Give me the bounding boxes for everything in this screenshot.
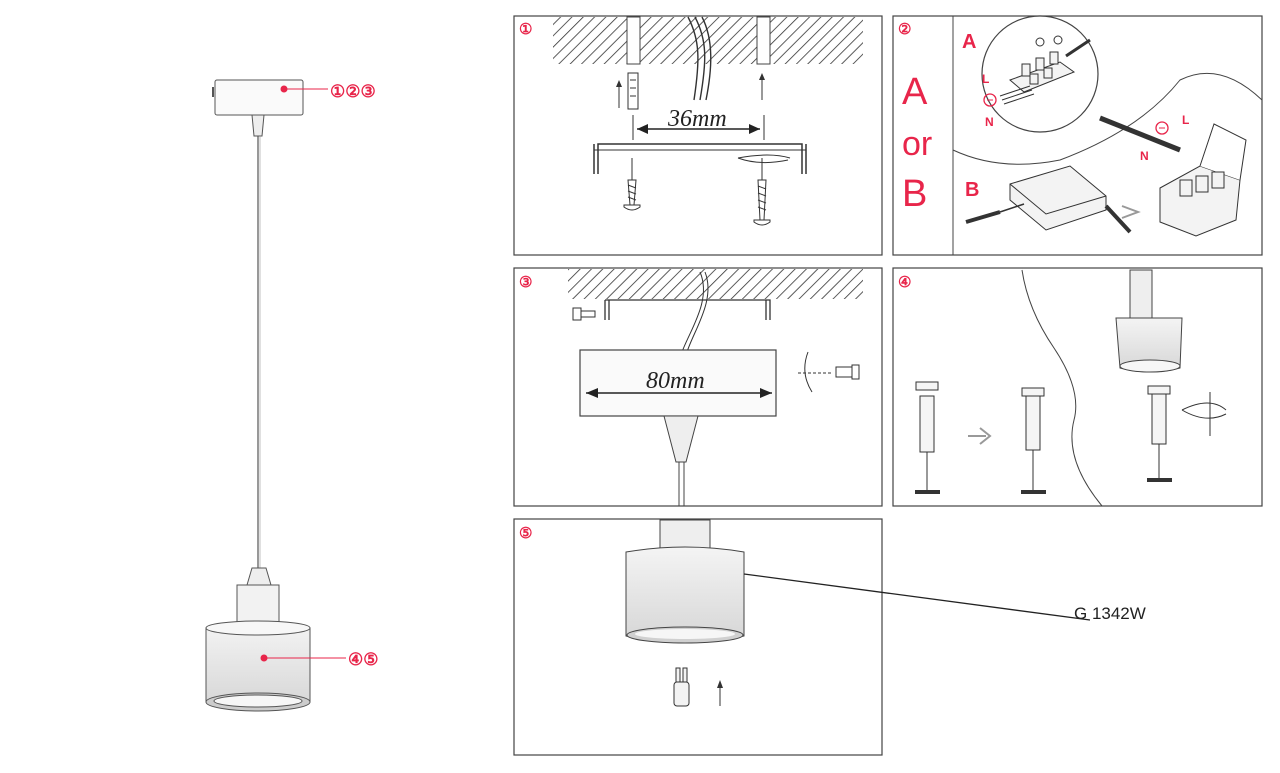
mounting-bracket	[593, 143, 807, 174]
up-arrow-icon	[616, 80, 622, 87]
earth-icon	[1155, 121, 1169, 135]
option-a-label: A	[902, 71, 928, 113]
pendant-overview	[205, 79, 311, 712]
step-5-number: ⑤	[519, 525, 532, 542]
mains-wires	[687, 16, 712, 101]
bolt-icon	[572, 307, 596, 321]
mounting-bracket	[604, 299, 771, 320]
marker-bottom-label: ④⑤	[348, 650, 378, 669]
marker-bottom: ④⑤	[260, 650, 378, 669]
step-4-number: ④	[898, 274, 911, 291]
wire-l-label-2: L	[1182, 113, 1189, 127]
cable-grip	[246, 567, 272, 586]
step-3-number: ③	[519, 274, 532, 291]
canopy-body	[579, 349, 777, 417]
step-4-panel: ④	[892, 267, 1263, 507]
earth-icon	[983, 93, 997, 107]
ceiling-section	[553, 17, 863, 64]
wire-n-label-2: N	[1140, 149, 1149, 163]
wall-plug-icon	[627, 72, 639, 110]
canopy-cable-grip	[251, 114, 265, 137]
terminal-block-icon	[1009, 35, 1076, 93]
step-2-panel: ② A or B A B L N L N	[892, 15, 1263, 256]
step-1-number: ①	[519, 21, 532, 38]
bulb-socket-icon	[1147, 385, 1172, 482]
marker-top-label: ①②③	[330, 82, 376, 101]
shade-icon	[1115, 269, 1183, 373]
option-b-label: B	[902, 173, 927, 215]
g9-bulb-icon	[673, 667, 690, 707]
marker-top: ①②③	[280, 82, 376, 101]
terminal-housing-icon	[1159, 123, 1247, 237]
lamp-socket	[659, 519, 711, 551]
wire-n-label: N	[985, 115, 994, 129]
ceiling-section	[568, 269, 863, 299]
or-label: or	[902, 125, 932, 163]
dimension-80mm: 80mm	[646, 368, 705, 394]
lamp-socket	[236, 584, 280, 624]
arrow-right-icon	[1121, 205, 1141, 219]
rotate-arrow-icon	[1181, 402, 1227, 419]
screw-icon	[753, 158, 771, 226]
connector-box-icon	[1009, 165, 1107, 231]
screw-icon	[623, 158, 641, 211]
cable-grip	[663, 415, 699, 463]
bulb-socket-icon	[1021, 387, 1046, 494]
screw-icon	[835, 364, 860, 380]
up-arrow-icon	[717, 680, 723, 688]
ceiling-canopy	[214, 79, 304, 116]
sub-option-a: A	[962, 31, 976, 53]
step-2-number: ②	[898, 21, 911, 38]
screwdriver-icon	[965, 210, 1001, 224]
sub-option-b: B	[965, 179, 979, 201]
rotate-arrow-icon	[804, 351, 813, 393]
wire-l-label: L	[982, 72, 989, 86]
dimension-36mm: 36mm	[667, 106, 727, 132]
arrow-right-icon	[968, 427, 992, 445]
step-3-panel: ③ 80mm	[513, 267, 883, 507]
step-5-panel: ⑤	[513, 518, 883, 756]
model-leader-line	[743, 573, 1091, 621]
bulb-socket-icon	[915, 381, 940, 494]
step-1-panel: ① 36mm	[513, 15, 883, 256]
model-number: G 1342W	[1074, 604, 1146, 623]
